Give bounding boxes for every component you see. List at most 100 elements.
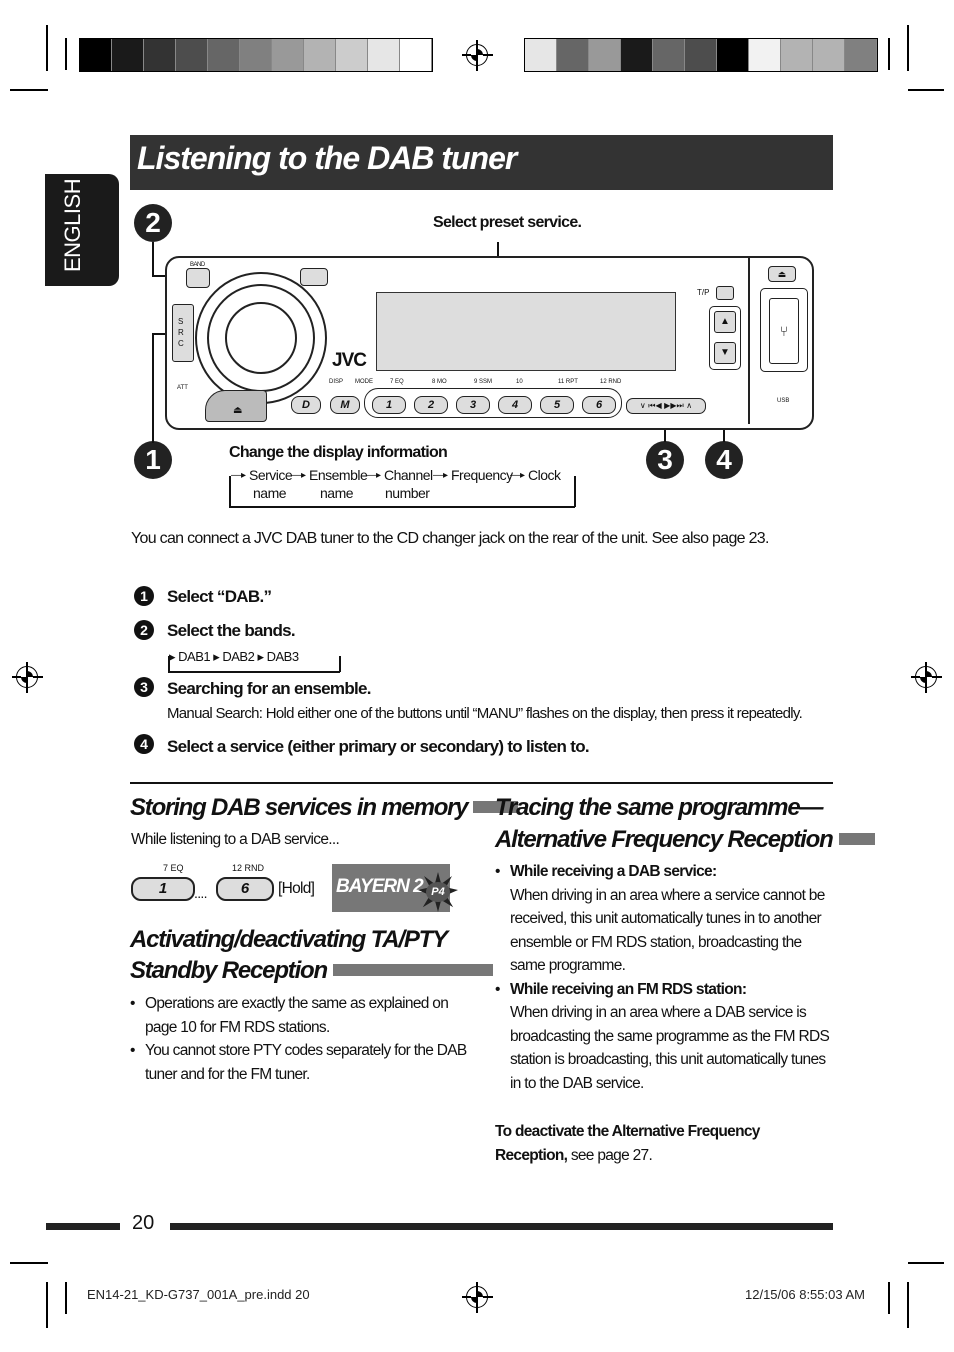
eject-panel-button[interactable]: ⏏ — [768, 266, 796, 282]
color-swatch — [749, 39, 781, 71]
band-label: BAND — [190, 262, 205, 268]
crop-mark — [888, 1282, 890, 1314]
arrow-icon: —▸ — [510, 470, 526, 481]
preset-label: 10 — [516, 379, 523, 385]
registration-mark-icon — [462, 1282, 493, 1313]
sequence-subitem: number — [385, 485, 430, 501]
af-heading-line1: Tracing the same programme— — [495, 794, 823, 821]
color-calibration-bar-left — [79, 38, 433, 72]
band-bracket — [168, 656, 170, 672]
sequence-subitem: name — [253, 485, 287, 501]
mode-label: MODE — [355, 379, 373, 385]
footer-file: EN14-21_KD-G737_001A_pre.indd 20 — [87, 1287, 310, 1302]
att-label: ATT — [177, 385, 188, 391]
mode-button[interactable]: M — [330, 396, 360, 414]
faceplate-divider — [748, 258, 750, 424]
band-bracket — [339, 656, 341, 672]
ta-pty-bullet: You cannot store PTY codes separately fo… — [145, 1042, 467, 1083]
seek-buttons[interactable]: ∨ ⏮◀ ▶▶⏭ ∧ — [626, 398, 706, 414]
preset-label: 8 MO — [432, 379, 447, 385]
preset-button-6[interactable]: 6 — [582, 396, 616, 414]
eject-button[interactable] — [205, 390, 267, 422]
color-swatch — [368, 39, 400, 71]
tp-button[interactable] — [716, 286, 734, 300]
color-swatch — [208, 39, 240, 71]
ellipsis: .... — [194, 885, 207, 901]
footer-date: 12/15/06 8:55:03 AM — [745, 1287, 865, 1302]
usb-icon[interactable]: ⑂ — [769, 298, 799, 364]
preset-button-1[interactable]: 1 — [372, 396, 406, 414]
leader-line — [152, 333, 174, 335]
af-bullets: • While receiving a DAB service:When dri… — [495, 863, 830, 1092]
intro-text: You can connect a JVC DAB tuner to the C… — [131, 530, 769, 547]
color-swatch — [80, 39, 112, 71]
arrow-icon: —▸ — [291, 470, 307, 481]
band-dab1: DAB1 — [178, 649, 211, 664]
color-swatch — [653, 39, 685, 71]
crop-mark — [46, 25, 48, 71]
ta-pty-heading-line2: Standby Reception — [130, 957, 493, 985]
up-button[interactable]: ▲ — [714, 311, 736, 333]
preset-label: 7 EQ — [390, 379, 404, 385]
page-bar-right — [170, 1223, 833, 1230]
language-label: ENGLISH — [60, 178, 85, 272]
preset-button-3[interactable]: 3 — [456, 396, 490, 414]
sound-button[interactable] — [300, 268, 328, 286]
preset-label: 11 RPT — [558, 379, 578, 385]
ta-pty-heading-line1: Activating/deactivating TA/PTY — [130, 926, 448, 953]
band-dab3: DAB3 — [266, 649, 299, 664]
color-swatch — [621, 39, 653, 71]
step-2-text: Select the bands. — [167, 621, 296, 640]
src-button[interactable] — [172, 304, 194, 362]
arrow-icon: —▸ — [231, 470, 247, 481]
registration-mark-icon — [911, 662, 942, 693]
crop-mark — [908, 1262, 944, 1264]
step-3-text: Searching for an ensemble. — [167, 679, 372, 698]
color-swatch — [781, 39, 813, 71]
crop-mark — [65, 38, 67, 70]
eject-icon: ⏏ — [233, 405, 243, 416]
registration-mark-icon — [462, 40, 493, 71]
af-b2-title: While receiving an FM RDS station: — [510, 980, 747, 998]
step-1-number: 1 — [134, 586, 154, 606]
callout-2: 2 — [134, 204, 172, 242]
preset-key-1[interactable]: 1 — [131, 877, 195, 901]
preset-button-5[interactable]: 5 — [540, 396, 574, 414]
sequence-item: Clock — [528, 467, 561, 483]
color-swatch — [685, 39, 717, 71]
preset-button-2[interactable]: 2 — [414, 396, 448, 414]
color-swatch — [845, 39, 877, 71]
crop-mark — [907, 1282, 909, 1328]
band-sequence: ▸ DAB1 ▸ DAB2 ▸ DAB3 — [169, 649, 299, 664]
sequence-bracket — [229, 476, 231, 507]
crop-mark — [908, 89, 944, 91]
color-swatch — [400, 39, 432, 71]
preset-button-4[interactable]: 4 — [498, 396, 532, 414]
crop-mark — [10, 1262, 48, 1264]
color-swatch — [304, 39, 336, 71]
display-panel — [376, 292, 676, 371]
color-swatch — [525, 39, 557, 71]
sequence-bracket — [229, 506, 575, 508]
down-button[interactable]: ▼ — [714, 342, 736, 364]
page-bar-left — [46, 1223, 120, 1230]
sequence-item: Service — [249, 467, 293, 483]
select-preset-label: Select preset service. — [433, 214, 582, 231]
crop-mark — [46, 1282, 48, 1328]
color-swatch — [717, 39, 749, 71]
crop-mark — [10, 89, 48, 91]
preset-label: 12 RND — [600, 379, 622, 385]
band-button[interactable] — [186, 268, 210, 288]
preset-key-6[interactable]: 6 — [216, 877, 274, 901]
color-swatch — [176, 39, 208, 71]
leader-line — [152, 333, 154, 443]
leader-line — [152, 242, 154, 276]
color-swatch — [557, 39, 589, 71]
page-number: 20 — [132, 1212, 155, 1234]
arrow-icon: —▸ — [433, 470, 449, 481]
step-4-number: 4 — [134, 734, 154, 754]
crop-mark — [907, 25, 909, 71]
disp-button[interactable]: D — [291, 396, 321, 414]
key1-label: 7 EQ — [163, 863, 184, 873]
storing-heading: Storing DAB services in memory — [130, 794, 519, 822]
